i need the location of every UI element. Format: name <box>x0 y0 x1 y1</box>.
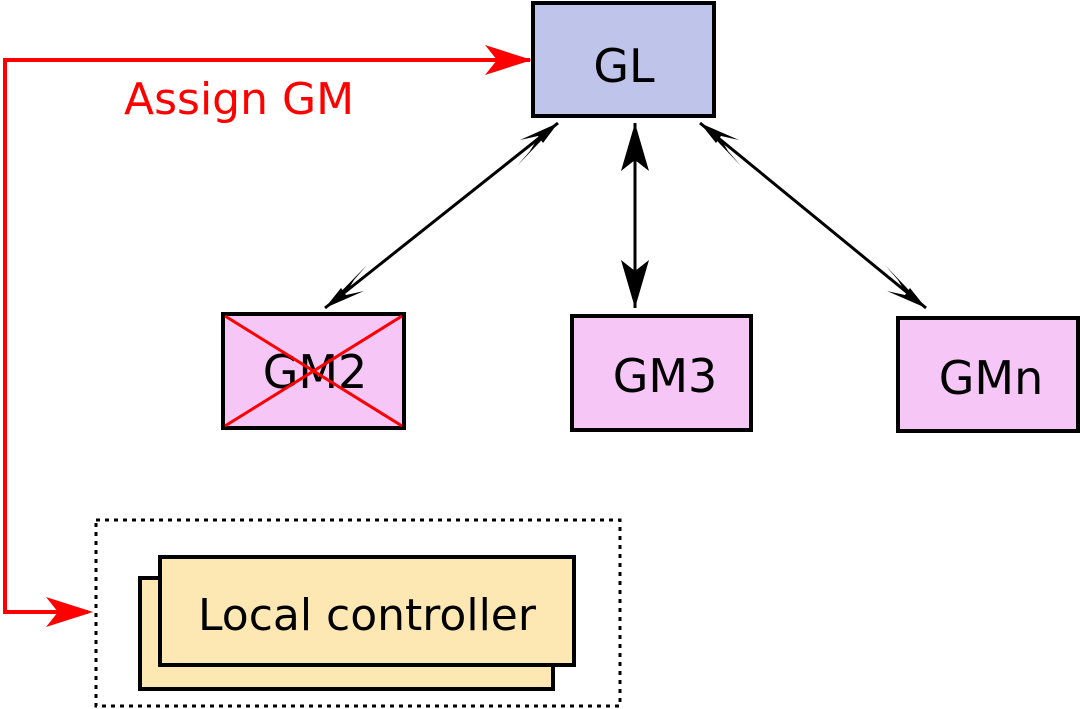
node-local-controller[interactable]: Local controller <box>138 555 576 691</box>
local-controller-front-card <box>158 555 576 667</box>
node-gmn-label: GMn <box>939 351 1044 405</box>
edge-gl-gm3 <box>621 123 649 308</box>
assign-gm-label: Assign GM <box>124 74 354 125</box>
edge-gl-gm2 <box>324 121 559 310</box>
gm2-cross-line <box>224 314 403 428</box>
local-controller-group <box>94 518 622 708</box>
node-gm2[interactable]: GM2 <box>221 312 406 430</box>
node-gm3-label: GM3 <box>613 349 718 403</box>
edge-gl-gmn <box>699 121 927 310</box>
node-gl-label: GL <box>593 39 655 93</box>
node-gmn[interactable]: GMn <box>896 316 1080 433</box>
local-controller-label: Local controller <box>198 590 537 641</box>
node-gm3[interactable]: GM3 <box>570 314 753 432</box>
node-gl[interactable]: GL <box>531 1 716 118</box>
assign-gm-link: Assign GM <box>3 45 532 627</box>
